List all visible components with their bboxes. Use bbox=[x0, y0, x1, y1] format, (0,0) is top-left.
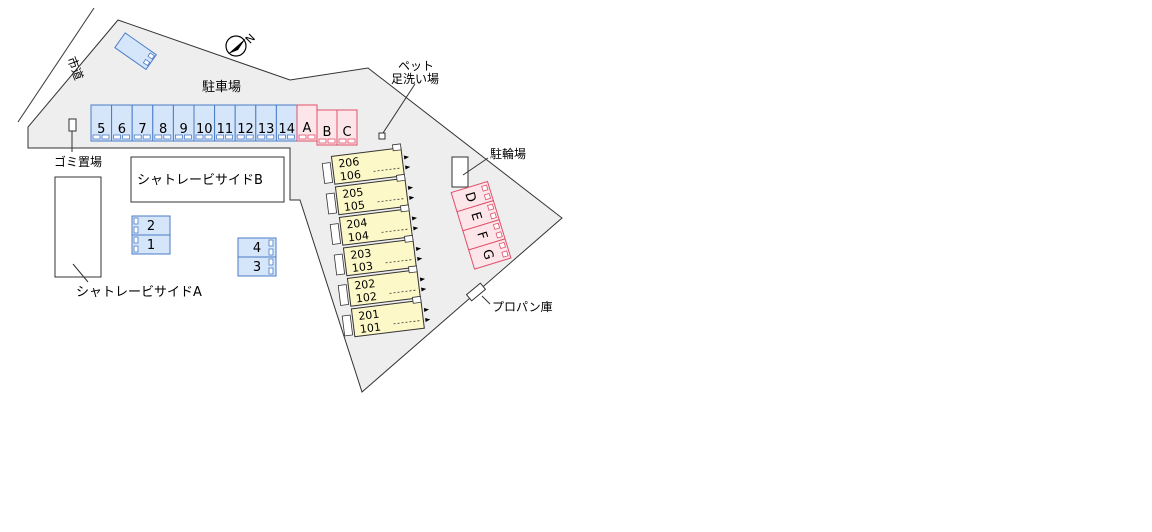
parking-slot: 14 bbox=[275, 104, 298, 142]
parking-slot: C bbox=[336, 109, 358, 146]
unit-number-lower: 103 bbox=[351, 259, 373, 274]
garbage-label: ゴミ置場 bbox=[54, 154, 102, 169]
parking-slot: B bbox=[316, 109, 338, 146]
parking-slot-label: 2 bbox=[147, 219, 155, 234]
city-road-label: 市道 bbox=[64, 54, 86, 82]
parking-slot-label: 14 bbox=[278, 122, 295, 137]
parking-slot-label: 7 bbox=[138, 122, 146, 137]
unit-number-lower: 104 bbox=[347, 229, 369, 244]
parking-label: 駐車場 bbox=[202, 80, 241, 95]
parking-slot-label: F bbox=[473, 230, 490, 242]
unit-number-lower: 101 bbox=[359, 320, 381, 335]
unit-number-upper: 202 bbox=[354, 277, 376, 292]
parking-pair-right: 43 bbox=[237, 237, 277, 277]
building-a-label: シャトレービサイドA bbox=[76, 285, 202, 300]
parking-slot: 4 bbox=[237, 237, 277, 258]
parking-slot: 9 bbox=[172, 104, 195, 142]
propane-label: プロパン庫 bbox=[492, 300, 553, 314]
parking-slot: 1 bbox=[131, 234, 171, 255]
unit-number-upper: 206 bbox=[338, 155, 360, 170]
parking-slot: 11 bbox=[214, 104, 236, 142]
unit-number-upper: 204 bbox=[346, 216, 368, 231]
parking-slot-label: 11 bbox=[217, 122, 234, 137]
parking-slot-label: C bbox=[342, 125, 351, 140]
parking-slot-label: B bbox=[323, 125, 332, 140]
parking-slot: 5 bbox=[90, 104, 113, 142]
parking-slot-tilted bbox=[114, 32, 157, 71]
city-road-line bbox=[17, 7, 95, 123]
parking-slot: D bbox=[450, 180, 494, 213]
parking-slot-label: 6 bbox=[118, 122, 126, 137]
parking-slot-label: D bbox=[461, 190, 478, 204]
parking-slot-label: 9 bbox=[180, 122, 188, 137]
parking-slot: 10 bbox=[193, 104, 216, 142]
parking-slot-label: G bbox=[479, 248, 496, 262]
parking-slot: E bbox=[456, 199, 500, 232]
unit-number-lower: 102 bbox=[355, 290, 377, 305]
parking-slot-label: 10 bbox=[196, 122, 213, 137]
parking-slot-label: 3 bbox=[253, 260, 261, 275]
unit-number-lower: 105 bbox=[343, 198, 365, 213]
parking-slot: 2 bbox=[131, 215, 171, 236]
parking-slot-label: 8 bbox=[159, 122, 167, 137]
unit-number-upper: 201 bbox=[358, 308, 380, 323]
parking-slot: 3 bbox=[237, 256, 277, 277]
propane-box bbox=[465, 282, 487, 302]
parking-slot-label: 12 bbox=[237, 122, 254, 137]
unit-number-upper: 203 bbox=[350, 247, 372, 262]
parking-slot: 7 bbox=[131, 104, 154, 142]
parking-slot: 12 bbox=[234, 104, 257, 142]
parking-slot: 6 bbox=[111, 104, 133, 142]
parking-slot-label: 5 bbox=[97, 122, 105, 137]
parking-slot-label: 13 bbox=[258, 122, 275, 137]
bicycle-label: 駐輪場 bbox=[490, 146, 526, 161]
parking-slot: 13 bbox=[255, 104, 277, 142]
parking-slot-label: A bbox=[303, 121, 312, 136]
building-b-label: シャトレービサイドB bbox=[137, 173, 263, 188]
garbage-box bbox=[68, 118, 77, 132]
pet-wash-label-2: 足洗い場 bbox=[391, 72, 439, 86]
unit-number-upper: 205 bbox=[342, 186, 364, 201]
building-a-box bbox=[54, 176, 102, 278]
bicycle-box bbox=[451, 156, 469, 188]
pet-wash-box bbox=[378, 132, 386, 140]
north-arrow-icon: N bbox=[225, 31, 258, 57]
parking-slot-label: 4 bbox=[253, 241, 261, 256]
parking-slot-label: 1 bbox=[147, 238, 155, 253]
building-b-box bbox=[130, 156, 285, 203]
parking-pair-left: 21 bbox=[131, 215, 171, 255]
pet-wash-label-1: ペット bbox=[398, 59, 434, 73]
unit-number-lower: 106 bbox=[339, 168, 361, 183]
parking-slot: G bbox=[468, 238, 512, 270]
parking-slot: F bbox=[462, 219, 506, 251]
parking-slot: 8 bbox=[152, 104, 174, 142]
parking-slot: A bbox=[296, 104, 318, 142]
